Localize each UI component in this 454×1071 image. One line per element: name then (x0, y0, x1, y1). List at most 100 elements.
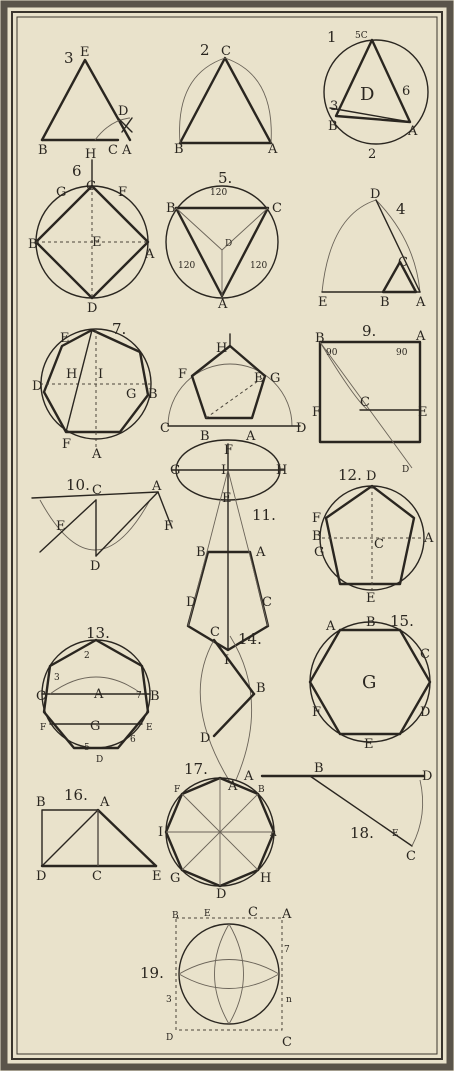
fig5-label-120-right: 120 (250, 261, 267, 271)
fig7-label-i: I (98, 367, 103, 382)
fig2-arc-right (224, 57, 272, 144)
figure-16: 16. B A D C E (36, 786, 162, 884)
fig1-label-3: 3 (330, 99, 338, 114)
fig6-label-h: H (85, 147, 96, 162)
figure-9: 9. B 90 90 A F C E D (312, 322, 428, 475)
fig7-label-e: E (60, 331, 70, 346)
figure-2: 2 C B A (174, 41, 278, 157)
fig6-label-g: G (56, 185, 66, 200)
fig19-label-d: D (166, 1033, 173, 1043)
fig5-bisector-2 (221, 207, 269, 251)
fig18-diagonal (309, 775, 413, 847)
inner-border (11, 11, 443, 1060)
fig16-number: 16. (64, 786, 88, 804)
figure-10: 10. C A E D F (31, 476, 173, 574)
fig5-number: 5. (218, 169, 232, 187)
fig16-label-a: A (99, 795, 110, 810)
fig15-number: 15. (390, 612, 414, 630)
fig10-number: 10. (66, 476, 90, 494)
fig16-label-e: E (152, 869, 162, 884)
fig14-arc-left (199, 639, 231, 783)
fig4-label-c: C (398, 255, 408, 270)
fig19-petal-4 (178, 973, 280, 989)
fig10-label-f: F (164, 519, 173, 534)
fig1-label-b: B (328, 119, 338, 134)
fig4-label-e: E (318, 295, 328, 310)
fig10-label-d: D (90, 559, 100, 574)
fig16-label-d: D (36, 869, 46, 884)
fig8-diagonal (205, 375, 266, 419)
fig5-triangle (174, 206, 270, 298)
fig18-label-c: C (406, 849, 416, 864)
fig6-number: 6 (72, 162, 82, 180)
fig3-number: 3 (64, 49, 74, 67)
fig13-heptagon (42, 638, 150, 750)
fig12-label-a: A (423, 531, 434, 546)
fig11-label-g: G (170, 463, 180, 478)
fig2-triangle (178, 56, 273, 145)
fig13-label-2: 2 (84, 651, 90, 661)
figure-14: C 14. B D A (199, 625, 266, 794)
fig12-pentagon (324, 484, 416, 586)
fig8-label-g: G (270, 371, 280, 386)
fig8-label-e: E (254, 371, 264, 386)
fig19-label-3: 3 (166, 995, 172, 1005)
fig9-label-b: B (315, 331, 325, 346)
fig10-line-right (157, 491, 173, 529)
fig18-label-e: E (392, 829, 399, 839)
fig8-label-c: C (160, 421, 170, 436)
fig9-label-e: E (418, 405, 428, 420)
fig8-label-a: A (245, 429, 256, 444)
fig8-semicircle (167, 363, 293, 427)
fig5-bisector-1 (175, 207, 223, 251)
fig10-semicircle (39, 499, 151, 551)
fig9-diagonal (319, 341, 413, 469)
fig7-label-b: B (148, 387, 158, 402)
fig7-label-d: D (32, 379, 42, 394)
fig8-label-f: F (178, 367, 187, 382)
fig13-number: 13. (86, 624, 110, 642)
fig17-label-d: D (216, 887, 226, 902)
fig4-side (375, 199, 421, 293)
fig11-label-b: B (196, 545, 206, 560)
figure-5: 5. 120 B C D 120 120 A (165, 169, 282, 312)
fig11-label-a: A (255, 545, 266, 560)
fig9-label-c: C (360, 395, 370, 410)
fig13-arc (49, 676, 143, 695)
fig8-pentagon (190, 344, 267, 420)
fig2-label-b: B (174, 142, 184, 157)
fig19-label-c: C (248, 905, 258, 920)
fig8-label-d: D (296, 421, 306, 436)
figure-13: 13. 2 3 C A 7 B G F 6 E 5 D (36, 624, 160, 765)
fig2-label-c: C (221, 44, 231, 59)
fig11-number: 11. (252, 506, 276, 524)
fig9-arc (319, 341, 369, 411)
fig1-chord (329, 107, 411, 123)
fig15-label-f: F (312, 705, 321, 720)
fig3-label-d: D (118, 104, 128, 119)
fig4-label-b: B (380, 295, 390, 310)
fig9-number: 9. (362, 322, 376, 340)
fig13-label-g: G (90, 719, 100, 734)
fig7-heptagon (42, 328, 150, 434)
fig10-label-a: A (151, 479, 162, 494)
figure-18: A B D 18. E C (243, 761, 432, 864)
fig11-label-c: C (262, 595, 272, 610)
figure-8: H F E G C B A D (160, 333, 306, 444)
fig18-number: 18. (350, 824, 374, 842)
fig12-label-f: F (312, 511, 321, 526)
fig5-label-c: C (272, 201, 282, 216)
fig19-petal-1 (214, 923, 230, 1025)
fig18-label-b: B (314, 761, 324, 776)
fig12-label-c: C (374, 537, 384, 552)
fig19-label-e: E (204, 909, 211, 919)
fig16-diagonal (41, 809, 99, 867)
fig8-label-b: B (200, 429, 210, 444)
fig1-triangle (334, 38, 412, 124)
fig9-label-90-right: 90 (396, 348, 408, 358)
fig7-diagonal (65, 329, 93, 433)
fig11-label-f: F (224, 443, 233, 458)
fig15-label-c: C (420, 647, 430, 662)
